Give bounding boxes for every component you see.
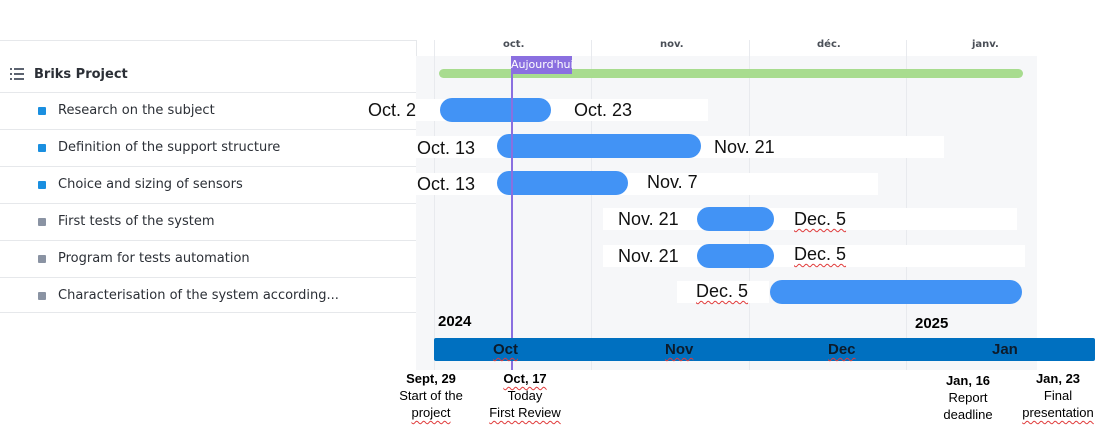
- year-end-label: 2025: [915, 315, 949, 332]
- start-date-label: Nov. 21: [618, 246, 679, 266]
- task-bar[interactable]: [697, 244, 774, 268]
- task-status-square: [38, 292, 46, 300]
- task-label: Program for tests automation: [58, 251, 250, 266]
- task-row[interactable]: Characterisation of the system according…: [0, 278, 416, 313]
- month-header: nov.: [660, 39, 684, 50]
- end-date-label: Oct. 23: [574, 100, 633, 120]
- project-summary-bar[interactable]: [439, 69, 1023, 78]
- milestone: Sept, 29 Start of the project: [392, 370, 470, 421]
- grid-line: [591, 40, 592, 370]
- milestone-line1: Report: [948, 390, 988, 405]
- task-row[interactable]: Choice and sizing of sensors: [0, 167, 416, 204]
- month-header: déc.: [817, 39, 841, 50]
- milestone-line2: deadline: [943, 407, 993, 422]
- today-tag[interactable]: Aujourd'hui: [511, 56, 574, 74]
- year-start-label: 2024: [438, 313, 472, 330]
- task-status-square: [38, 255, 46, 263]
- timeline-month: Jan: [992, 341, 1018, 358]
- start-date-label: Oct. 2: [368, 100, 417, 120]
- start-date-label: Dec. 5: [696, 281, 749, 301]
- task-label: Research on the subject: [58, 103, 215, 118]
- milestone-date: Jan, 16: [945, 373, 991, 388]
- end-date-label: Dec. 5: [794, 209, 847, 229]
- grid-line: [434, 40, 435, 370]
- task-row[interactable]: Program for tests automation: [0, 241, 416, 278]
- task-row[interactable]: Definition of the support structure: [0, 130, 416, 167]
- task-label: First tests of the system: [58, 214, 215, 229]
- task-bar[interactable]: [770, 280, 1022, 304]
- task-status-square: [38, 181, 46, 189]
- timeline-bar: [434, 338, 1095, 361]
- task-row[interactable]: First tests of the system: [0, 204, 416, 241]
- task-label: Characterisation of the system according…: [58, 288, 339, 303]
- milestone-date: Oct, 17: [503, 371, 547, 386]
- milestone-line1: Today: [507, 388, 543, 403]
- milestone-line2: presentation: [1022, 405, 1094, 420]
- task-status-square: [38, 144, 46, 152]
- task-status-square: [38, 218, 46, 226]
- milestone-line1: Start of the: [399, 388, 463, 403]
- today-line: [511, 56, 513, 370]
- task-label: Definition of the support structure: [58, 140, 281, 155]
- timeline-month: Dec: [828, 341, 856, 358]
- milestone: Oct, 17 Today First Review: [484, 370, 566, 421]
- end-date-label: Nov. 21: [714, 137, 775, 157]
- start-date-label: Oct. 13: [417, 174, 476, 194]
- timeline-month: Nov: [665, 341, 694, 358]
- milestone: Jan, 23 Final presentation: [1018, 370, 1098, 421]
- project-row[interactable]: Briks Project: [0, 41, 416, 93]
- start-date-label: Oct. 13: [417, 138, 476, 158]
- milestone: Jan, 16 Report deadline: [935, 372, 1001, 423]
- task-bar[interactable]: [497, 171, 628, 195]
- grid-line: [906, 40, 907, 370]
- end-date-label: Nov. 7: [647, 172, 698, 192]
- task-label: Choice and sizing of sensors: [58, 177, 243, 192]
- milestone-date: Jan, 23: [1035, 371, 1081, 386]
- milestone-line2: project: [411, 405, 451, 420]
- end-date-label: Dec. 5: [794, 244, 847, 264]
- milestone-line1: Final: [1043, 388, 1073, 403]
- timeline-month: Oct: [493, 341, 519, 358]
- start-date-label: Nov. 21: [618, 209, 679, 229]
- grid-line: [749, 40, 750, 370]
- project-title: Briks Project: [34, 67, 128, 82]
- date-label-bg: [677, 281, 769, 303]
- task-row[interactable]: Research on the subject: [0, 93, 416, 130]
- task-status-square: [38, 107, 46, 115]
- list-icon: [10, 68, 24, 80]
- task-bar[interactable]: [440, 98, 551, 122]
- milestone-line2: First Review: [489, 405, 561, 420]
- task-list-panel: Briks Project Research on the subject De…: [0, 40, 417, 313]
- task-bar[interactable]: [697, 207, 774, 231]
- month-header: oct.: [503, 39, 525, 50]
- milestone-date: Sept, 29: [406, 371, 456, 386]
- month-header: janv.: [972, 39, 999, 50]
- task-bar[interactable]: [497, 134, 701, 158]
